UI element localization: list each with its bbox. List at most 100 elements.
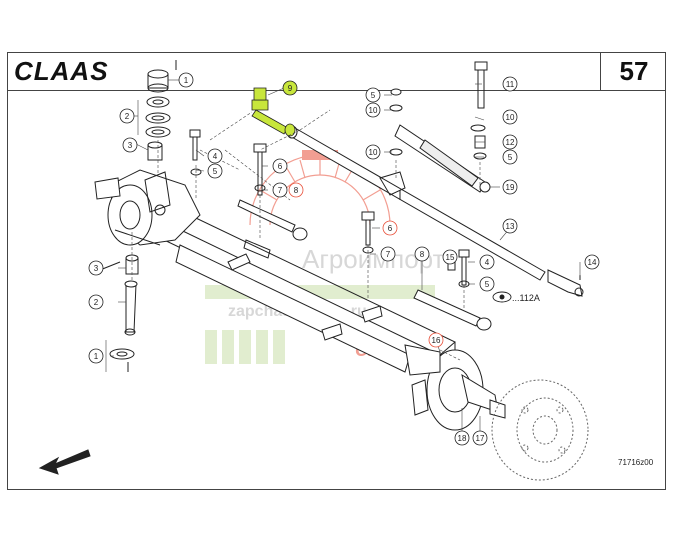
callout-c15: 15	[442, 249, 458, 265]
callout-circle	[288, 182, 304, 198]
callout-c16: 16	[428, 332, 444, 348]
callout-c8a: 8	[288, 182, 304, 198]
callout-circle	[88, 294, 104, 310]
callout-c5d: 5	[479, 276, 495, 292]
callout-c1b: 1	[88, 348, 104, 364]
callout-number: 2	[94, 298, 99, 307]
callout-c13: 13	[502, 218, 518, 234]
callout-circle	[502, 149, 518, 165]
callout-number: 3	[128, 141, 133, 150]
callout-number: 9	[288, 84, 293, 93]
callout-number: 5	[371, 91, 376, 100]
callout-c17: 17	[472, 430, 488, 446]
callout-number: 3	[94, 264, 99, 273]
callout-number: 8	[420, 250, 425, 259]
callout-circle	[472, 430, 488, 446]
callout-circle	[454, 430, 470, 446]
callout-circle	[207, 148, 223, 164]
callout-circle	[584, 254, 600, 270]
callout-c4b: 4	[479, 254, 495, 270]
highlighted-part-9	[251, 87, 296, 137]
leader-lines	[131, 109, 481, 361]
drawing-reference-code: 71716z00	[618, 458, 654, 467]
callout-c6a: 6	[272, 158, 288, 174]
header-page-divider	[600, 52, 601, 90]
callout-c19: 19	[502, 179, 518, 195]
callout-circle	[502, 76, 518, 92]
callout-number: 5	[213, 167, 218, 176]
callout-c9: 9	[282, 80, 298, 96]
callout-circle	[428, 332, 444, 348]
callout-c11: 11	[502, 76, 518, 92]
callout-circle	[178, 72, 194, 88]
sleeve	[147, 141, 163, 161]
callout-c10c: 10	[502, 109, 518, 125]
bolts	[189, 61, 488, 288]
callout-number: 10	[369, 106, 378, 115]
callout-c5c: 5	[502, 149, 518, 165]
callout-c7a: 7	[272, 182, 288, 198]
callout-circle	[502, 179, 518, 195]
callout-number: 5	[508, 153, 513, 162]
watermark-bars	[205, 330, 285, 364]
callout-number: 10	[506, 113, 515, 122]
callout-number: 2	[125, 112, 130, 121]
callout-circle	[88, 348, 104, 364]
callout-c14: 14	[584, 254, 600, 270]
callout-circle	[382, 220, 398, 236]
callout-circle	[502, 218, 518, 234]
callout-c1a: 1	[178, 72, 194, 88]
callout-circle	[272, 182, 288, 198]
callout-number: 7	[386, 250, 391, 259]
callout-circle	[119, 108, 135, 124]
callout-circle	[479, 254, 495, 270]
diagram-frame	[7, 52, 666, 490]
callout-circle	[88, 260, 104, 276]
callout-circle	[365, 102, 381, 118]
callout-number: 16	[432, 336, 441, 345]
callout-c5b: 5	[365, 87, 381, 103]
claas-logo: CLAAS	[14, 56, 109, 86]
callout-number: 4	[213, 152, 218, 161]
reference-112a: ...112A	[492, 291, 540, 303]
callout-c2a: 2	[119, 108, 135, 124]
callout-number: 1	[94, 352, 99, 361]
callout-circle	[380, 246, 396, 262]
callout-number: 5	[485, 280, 490, 289]
king-pin	[124, 254, 139, 336]
callout-c3a: 3	[122, 137, 138, 153]
left-steering-knuckle	[94, 169, 201, 246]
top-bushing-stack	[145, 60, 177, 138]
callout-c8b: 8	[414, 246, 430, 262]
header-divider	[7, 90, 666, 91]
callout-number: 13	[506, 222, 515, 231]
callout-number: 18	[458, 434, 467, 443]
callout-c18: 18	[454, 430, 470, 446]
watermark-gear-icon	[249, 150, 391, 226]
callout-circle	[207, 163, 223, 179]
callout-c10b: 10	[365, 144, 381, 160]
callout-number: 6	[278, 162, 283, 171]
callout-circle	[365, 144, 381, 160]
callout-number: 11	[506, 80, 515, 89]
callout-number: 1	[184, 76, 189, 85]
page-number: 57	[619, 56, 649, 86]
callout-number: 6	[388, 224, 393, 233]
callout-number: 15	[446, 253, 455, 262]
callout-c6b: 6	[382, 220, 398, 236]
callout-circle	[479, 276, 495, 292]
direction-arrow-icon	[38, 449, 91, 475]
callout-circle	[122, 137, 138, 153]
bearing-plate	[109, 348, 135, 372]
lock-pins	[237, 199, 492, 331]
beam-brackets	[227, 239, 383, 341]
right-wheel-hub	[404, 344, 506, 431]
callout-circle	[442, 249, 458, 265]
callout-circle	[272, 158, 288, 174]
callout-number: 4	[485, 258, 490, 267]
callout-c12: 12	[502, 134, 518, 150]
callout-circle	[365, 87, 381, 103]
callout-c7b: 7	[380, 246, 396, 262]
wheel-outline	[491, 379, 589, 481]
